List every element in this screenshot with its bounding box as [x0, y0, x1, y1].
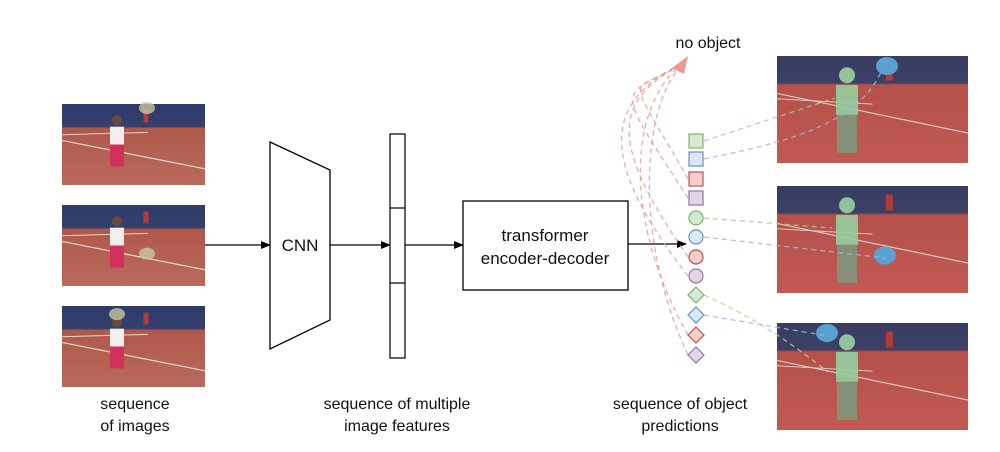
- no-object-link: [639, 61, 689, 180]
- transformer-label-line2: encoder-decoder: [481, 249, 610, 268]
- prediction-circle-blue: [688, 229, 704, 245]
- output-frames: [776, 56, 969, 430]
- predictions-label-line2: predictions: [641, 418, 718, 435]
- person-link: [703, 294, 829, 373]
- prediction-circle-green: [688, 210, 704, 226]
- prediction-diamond-blue: [687, 306, 705, 324]
- prediction-links: [620, 56, 886, 373]
- transformer-block: [462, 200, 629, 291]
- no-object-arrowhead: [672, 56, 688, 74]
- prediction-square-green: [688, 133, 704, 149]
- racket-link: [703, 314, 829, 337]
- cnn-block: [269, 140, 331, 351]
- person-link: [703, 97, 836, 142]
- output-frame: [776, 323, 969, 430]
- inputs-label-line2: of images: [100, 418, 169, 435]
- prediction-diamond-green: [687, 286, 705, 304]
- output-frame: [776, 56, 969, 163]
- prediction-square-purple: [688, 190, 704, 206]
- input-frame: [61, 306, 206, 387]
- prediction-circle-purple: [688, 268, 704, 284]
- predictions-label-line1: sequence of object: [613, 396, 748, 413]
- racket-link: [703, 69, 883, 160]
- output-frame: [776, 186, 969, 293]
- no-object-label: no object: [676, 35, 741, 52]
- prediction-square-blue: [688, 151, 704, 167]
- inputs-label-line1: sequence: [100, 396, 169, 413]
- no-object-link: [648, 61, 689, 356]
- no-object-link: [620, 61, 689, 277]
- input-frames: [61, 102, 206, 387]
- prediction-diamond-red: [687, 326, 705, 344]
- prediction-circle-red: [688, 249, 704, 265]
- features-label-line2: image features: [344, 418, 450, 435]
- prediction-sequence: [687, 133, 705, 364]
- no-object-link: [639, 61, 689, 336]
- feature-column: [389, 133, 406, 359]
- racket-link: [703, 236, 886, 259]
- person-link: [703, 217, 833, 229]
- prediction-square-red: [688, 171, 704, 187]
- input-frame: [61, 102, 206, 185]
- cnn-label: CNN: [282, 236, 319, 255]
- no-object-link: [628, 61, 689, 258]
- features-label-line1: sequence of multiple: [324, 396, 471, 413]
- transformer-label-line1: transformer: [502, 226, 589, 245]
- prediction-diamond-purple: [687, 346, 705, 364]
- input-frame: [61, 205, 206, 286]
